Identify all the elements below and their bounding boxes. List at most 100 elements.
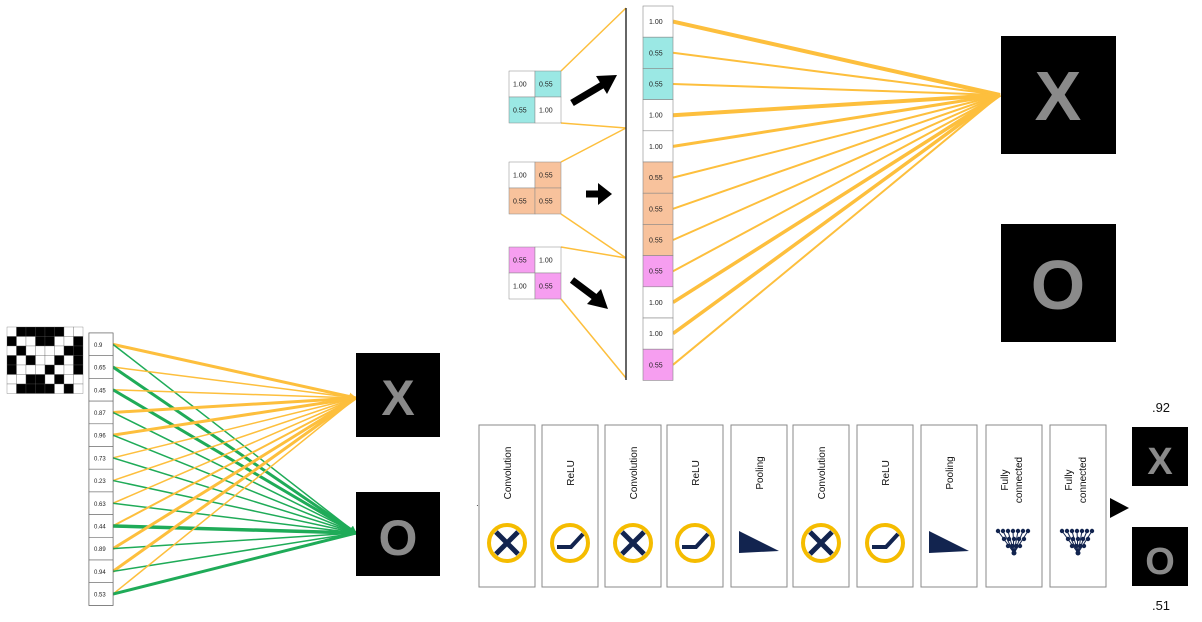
bitmap-pixel	[6, 364, 17, 375]
arrow-icon	[570, 75, 617, 107]
connector-line	[560, 7, 627, 72]
vote-line-x	[112, 397, 357, 595]
vector-cell-value: 0.55	[649, 82, 663, 89]
bitmap-pixel	[44, 374, 55, 385]
vote-line-x	[671, 93, 1002, 336]
stage-box	[920, 424, 978, 588]
pooled-cell-value: 0.55	[539, 284, 553, 291]
vector-cell-value: 0.55	[649, 269, 663, 276]
pipeline-stage: Convolution	[478, 424, 536, 588]
vote-line-x	[112, 397, 357, 504]
pipeline-stage: ReLU	[856, 424, 914, 588]
pipeline-stage: Pooling	[920, 424, 978, 588]
vote-line-x	[112, 366, 357, 399]
bitmap-pixel	[35, 383, 46, 394]
bitmap-pixel	[73, 355, 84, 366]
bitmap-pixel	[25, 364, 36, 375]
convolution-icon	[801, 523, 841, 563]
bitmap-pixel	[63, 383, 74, 394]
vector-cell-value: 0.44	[94, 524, 106, 530]
bitmap-pixel	[6, 345, 17, 356]
vector-cell-value: 0.73	[94, 456, 106, 462]
output-o-top: O	[1001, 224, 1116, 342]
vote-line-x	[112, 342, 357, 401]
stage-label: ReLU	[566, 460, 577, 486]
vector-cell-value: 1.00	[649, 113, 663, 120]
vector-cell-value: 0.87	[94, 411, 106, 417]
vote-line-x	[672, 94, 1001, 273]
output-letter: X	[1147, 441, 1173, 483]
pooled-cell-value: 0.55	[539, 82, 553, 89]
arrow-icon	[586, 183, 612, 205]
stage-label: Convolution	[817, 447, 828, 500]
pooled-cell	[534, 272, 562, 300]
vote-line-o	[112, 532, 357, 573]
vector-cell-value: 0.55	[649, 238, 663, 245]
bitmap-pixel	[16, 364, 27, 375]
bitmap-pixel	[54, 326, 65, 337]
vector-cell-value: 1.00	[649, 144, 663, 151]
bitmap-pixel	[54, 374, 65, 385]
vector-cell	[642, 36, 674, 69]
vector-cell-value: 0.96	[94, 434, 106, 440]
stage-label: ReLU	[691, 460, 702, 486]
connector-line	[560, 122, 627, 129]
vector-cell-value: 1.00	[649, 19, 663, 26]
pooled-cell-value: 0.55	[539, 173, 553, 180]
vector-cell-value: 0.55	[649, 175, 663, 182]
stage-label: connected	[1078, 457, 1089, 503]
vote-line-x	[672, 93, 1001, 304]
pooled-cell-value: 0.55	[513, 199, 527, 206]
pooled-cell	[508, 70, 536, 98]
output-letter: O	[1145, 541, 1175, 583]
vote-line-x	[672, 19, 1001, 97]
bitmap-pixel	[6, 336, 17, 347]
pooled-cell-value: 1.00	[539, 258, 553, 265]
bitmap-pixel	[25, 355, 36, 366]
bitmap-pixel	[35, 326, 46, 337]
bitmap-pixel	[73, 326, 84, 337]
vector-cell-value: 0.53	[94, 593, 106, 599]
pooled-cell-value: 1.00	[513, 82, 527, 89]
bitmap-pixel	[6, 383, 17, 394]
pooled-cell-value: 1.00	[539, 108, 553, 115]
bitmap-pixel	[16, 336, 27, 347]
convolution-icon	[613, 523, 653, 563]
bitmap-pixel	[44, 364, 55, 375]
pooled-map: 1.00 0.55 0.55 1.00	[508, 70, 562, 124]
right-vote-lines	[671, 19, 1002, 366]
bitmap-pixel	[54, 383, 65, 394]
vector-cell	[642, 130, 674, 163]
bitmap-pixel	[16, 326, 27, 337]
vote-line-o	[112, 532, 357, 550]
pooled-cell	[508, 187, 536, 215]
pooled-cell	[534, 187, 562, 215]
output-letter: X	[1035, 57, 1082, 135]
bitmap-pixel	[73, 364, 84, 375]
pipeline-stage: Convolution	[792, 424, 850, 588]
pooled-cell-value: 1.00	[513, 284, 527, 291]
vector-cell-value: 0.63	[94, 502, 106, 508]
pipeline-dot: ·	[476, 501, 479, 510]
pipeline-stage: ReLU	[666, 424, 724, 588]
bitmap-pixel	[63, 326, 74, 337]
vote-line-x	[672, 94, 1001, 241]
stage-label: Convolution	[629, 447, 640, 500]
connector-line	[560, 213, 627, 259]
vote-line-x	[112, 397, 357, 482]
bitmap-pixel	[63, 374, 74, 385]
bitmap-pixel	[44, 355, 55, 366]
stage-label: Convolution	[503, 447, 514, 500]
vote-line-x	[672, 94, 1001, 366]
vector-cell	[642, 161, 674, 194]
vote-line-x	[112, 397, 357, 459]
vote-line-x	[112, 396, 357, 437]
vector-cell-value: 0.55	[649, 362, 663, 369]
stage-box	[1049, 424, 1107, 588]
pooled-cell-value: 0.55	[513, 108, 527, 115]
bitmap-pixel	[63, 364, 74, 375]
